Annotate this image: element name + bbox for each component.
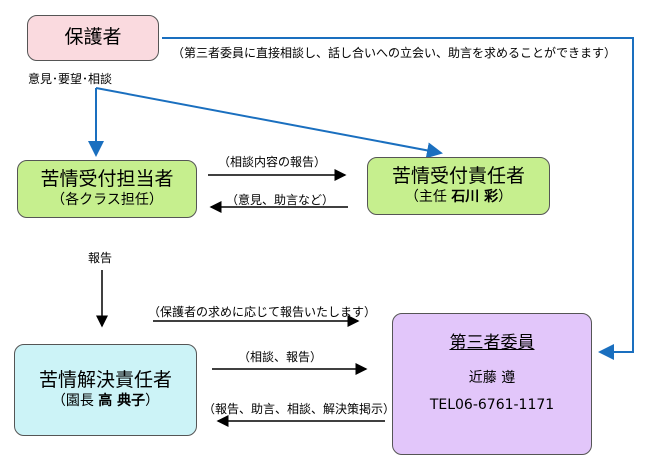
responsible-title: 苦情受付責任者 <box>391 164 525 187</box>
arrow-guardian-to-third-party <box>162 37 634 360</box>
responsible-subtitle: （主任 石川 彩） <box>405 188 512 207</box>
complaint-reception-manager-box: 苦情受付責任者 （主任 石川 彩） <box>367 157 550 215</box>
third-party-note-label: （第三者委員に直接相談し、話し合いへの立会い、助言を求めることができます） <box>172 46 617 60</box>
guardian-box: 保護者 <box>27 15 159 61</box>
third-party-name: 近藤 遵 <box>468 370 516 386</box>
complaint-resolution-manager-box: 苦情解決責任者 （園長 高 典子） <box>14 344 197 436</box>
feedback-label: （報告、助言、相談、解決策掲示） <box>203 402 396 416</box>
responsible-role: （主任 <box>404 189 447 206</box>
complaint-reception-officer-box: 苦情受付担当者 （各クラス担任） <box>17 160 197 218</box>
reception-subtitle: （各クラス担任） <box>51 192 163 209</box>
resolver-title: 苦情解決責任者 <box>38 368 172 391</box>
report-vertical-label: 報告 <box>88 251 113 265</box>
consult-and-report-label: （相談、報告） <box>238 350 323 364</box>
advice-label: （意見、助言など） <box>226 193 335 207</box>
opinions-label: 意見･要望･相談 <box>28 72 113 86</box>
guardian-title: 保護者 <box>64 26 122 49</box>
resolver-close: ） <box>145 393 160 410</box>
responsible-close: ） <box>498 189 513 206</box>
resolver-name: 高 典子 <box>98 393 146 410</box>
third-party-committee-box: 第三者委員 近藤 遵 TEL06-6761-1171 <box>392 313 592 455</box>
reception-title: 苦情受付担当者 <box>40 167 174 190</box>
resolver-role: （園長 <box>51 393 94 410</box>
on-request-label: （保護者の求めに応じて報告いたします） <box>148 305 377 319</box>
third-party-title: 第三者委員 <box>449 333 535 353</box>
resolver-subtitle: （園長 高 典子） <box>52 392 159 411</box>
consult-report-label: （相談内容の報告） <box>218 155 327 169</box>
third-party-phone: TEL06-6761-1171 <box>429 397 555 413</box>
arrow-guardian-to-responsible <box>95 87 443 159</box>
responsible-name: 石川 彩 <box>451 189 499 206</box>
